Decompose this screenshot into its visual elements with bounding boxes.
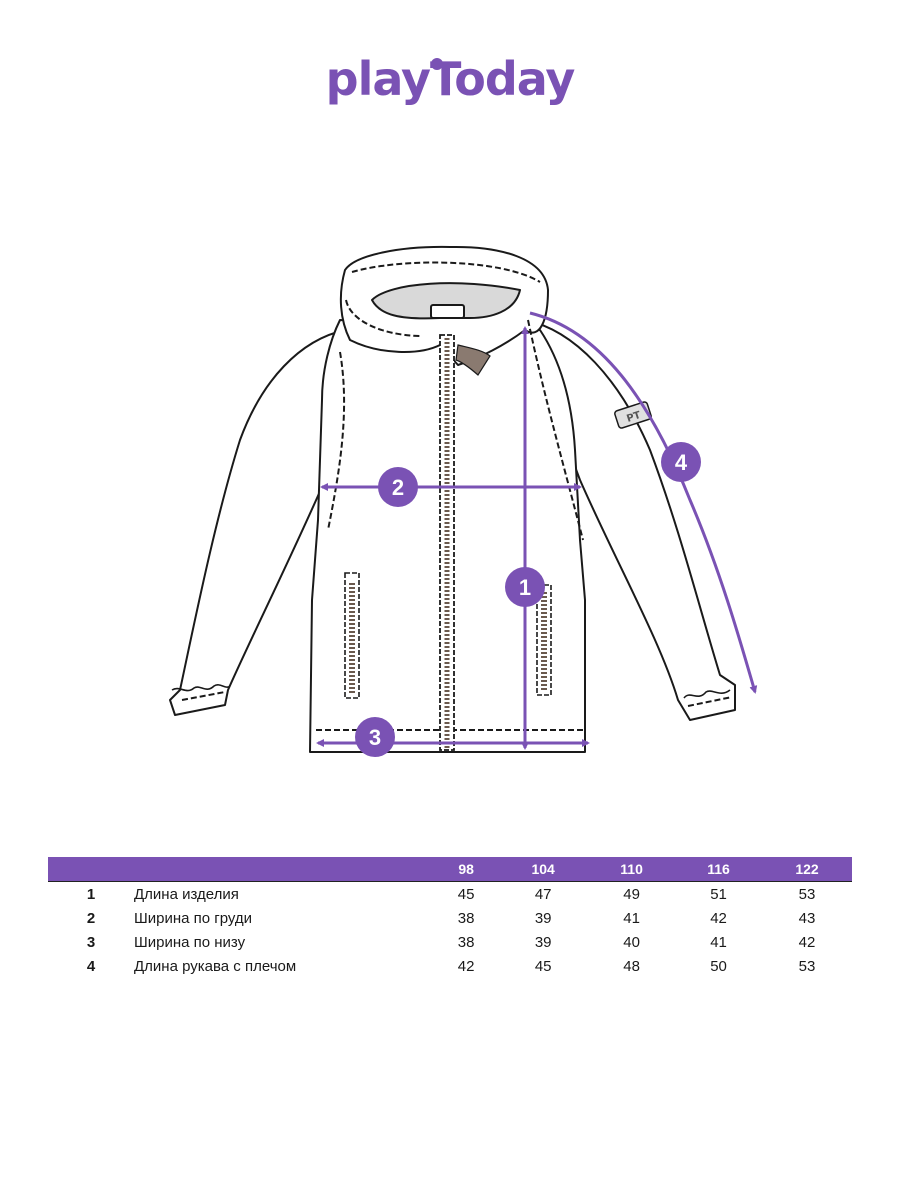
- measurement-name: Длина рукава с плечом: [134, 957, 297, 975]
- size-table: 98 104 110 116 122 1 Длина изделия 45 47…: [48, 857, 852, 978]
- measurement-value: 47: [498, 881, 589, 906]
- measurement-value: 42: [457, 957, 475, 975]
- row-number: 4: [86, 957, 96, 975]
- marker-2: 2: [378, 467, 418, 507]
- measurement-value: 51: [675, 881, 763, 906]
- hood-lining: [371, 282, 521, 320]
- measurement-value: 41: [710, 933, 727, 951]
- right-sleeve: [524, 319, 736, 721]
- row-number: 3: [86, 933, 96, 951]
- sleeve-patch: PT: [614, 401, 652, 429]
- logo-dot-icon: [431, 58, 443, 70]
- measurement-value: 48: [623, 957, 640, 975]
- svg-text:2: 2: [392, 475, 404, 500]
- table-row: 2 Ширина по груди 38 39 41 42 43: [48, 906, 852, 930]
- marker-3: 3: [355, 717, 395, 757]
- header-blank-num: [48, 857, 134, 882]
- header-blank-name: [134, 857, 434, 882]
- measurement-value: 53: [798, 957, 816, 975]
- row-number: 1: [48, 881, 134, 906]
- measurement-value: 38: [457, 909, 475, 927]
- size-header: 104: [531, 861, 555, 877]
- center-zipper: [439, 334, 491, 751]
- measurement-value: 42: [798, 933, 816, 951]
- svg-text:4: 4: [675, 450, 688, 475]
- table-row: 1 Длина изделия 45 47 49 51 53: [48, 881, 852, 906]
- measurement-value: 45: [434, 881, 499, 906]
- svg-text:1: 1: [519, 575, 531, 600]
- pocket-zippers: [344, 572, 552, 699]
- measurement-value: 40: [623, 933, 640, 951]
- measurement-value: 41: [623, 909, 640, 927]
- logo-text: playToday: [325, 52, 576, 106]
- row-number: 2: [86, 909, 96, 927]
- stitching-lines: [181, 261, 733, 731]
- table-row: 4 Длина рукава с плечом 42 45 48 50 53: [48, 954, 852, 978]
- measurement-value: 39: [534, 909, 552, 927]
- svg-text:3: 3: [369, 725, 381, 750]
- size-header: 110: [620, 861, 643, 877]
- size-header: 116: [707, 861, 730, 877]
- measurement-markers: 1 2 3 4: [355, 442, 701, 757]
- measurement-value: 53: [762, 881, 852, 906]
- measurement-value: 45: [534, 957, 552, 975]
- marker-4: 4: [661, 442, 701, 482]
- table-row: 3 Ширина по низу 38 39 40 41 42: [48, 930, 852, 954]
- measurement-value: 38: [457, 933, 475, 951]
- left-sleeve: [169, 329, 346, 716]
- measurement-name: Ширина по груди: [134, 909, 253, 927]
- size-header: 98: [458, 861, 474, 877]
- measurement-value: 39: [534, 933, 552, 951]
- cuff-gathers: [171, 684, 731, 699]
- hood-label: [430, 304, 465, 319]
- sleeve-patch-text: PT: [625, 410, 642, 425]
- measurement-value: 43: [798, 909, 816, 927]
- size-header: 122: [795, 861, 819, 877]
- measurement-value: 49: [588, 881, 676, 906]
- measurement-value: 50: [710, 957, 727, 975]
- measure-line-4: [529, 311, 758, 694]
- measurement-name: Ширина по низу: [134, 933, 246, 951]
- marker-1: 1: [505, 567, 545, 607]
- size-table-header: 98 104 110 116 122: [48, 857, 852, 882]
- brand-logo: playToday: [0, 52, 900, 106]
- jacket-technical-drawing: PT 1 2 3 4: [169, 245, 758, 757]
- measurement-name: Длина изделия: [134, 881, 434, 906]
- measurement-value: 42: [710, 909, 727, 927]
